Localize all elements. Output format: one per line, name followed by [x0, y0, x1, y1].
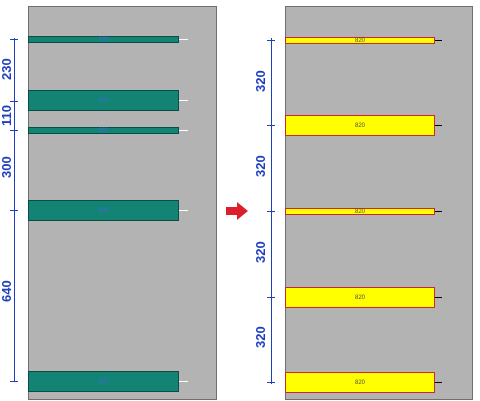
- left-bar-label: 820: [98, 127, 109, 134]
- bar-extension-line: [435, 125, 442, 126]
- bar-extension-line: [435, 382, 442, 383]
- left-dim-tick: [10, 381, 18, 382]
- left-dim-tick: [10, 130, 18, 131]
- right-bar-label: 820: [354, 37, 365, 44]
- right-section-bar: 820: [285, 37, 435, 44]
- right-section-bar: 820: [285, 372, 435, 393]
- left-spacing-label: 110: [0, 105, 14, 126]
- right-bar-label: 820: [354, 122, 365, 129]
- bar-extension-line: [435, 297, 442, 298]
- left-dimension-line: [14, 38, 15, 381]
- right-dim-tick: [267, 211, 275, 212]
- right-arrow-icon: [226, 202, 248, 220]
- bar-extension-line: [179, 39, 188, 40]
- right-bar-label: 820: [354, 208, 365, 215]
- left-spacing-label: 230: [0, 58, 14, 80]
- left-spacing-label: 300: [0, 156, 14, 178]
- right-dim-tick: [267, 297, 275, 298]
- right-dim-tick: [267, 125, 275, 126]
- bar-extension-line: [179, 210, 188, 211]
- left-dim-tick: [10, 210, 18, 211]
- right-spacing-label: 320: [253, 241, 268, 263]
- left-section-bar: 820: [28, 36, 179, 43]
- bar-extension-line: [179, 381, 188, 382]
- left-dim-tick: [10, 39, 18, 40]
- right-spacing-label: 320: [253, 70, 268, 92]
- left-section-bar: 820: [28, 371, 179, 392]
- right-bar-label: 820: [354, 379, 365, 386]
- bar-extension-line: [179, 130, 188, 131]
- left-section-bar: 820: [28, 127, 179, 134]
- right-dim-tick: [267, 40, 275, 41]
- right-spacing-label: 320: [253, 155, 268, 177]
- left-bar-label: 820: [98, 36, 109, 43]
- bar-extension-line: [435, 40, 442, 41]
- left-dim-tick: [10, 101, 18, 102]
- bar-extension-line: [435, 211, 442, 212]
- left-section-bar: 820: [28, 200, 179, 221]
- left-bar-label: 820: [98, 378, 109, 385]
- left-bar-label: 820: [98, 97, 109, 104]
- right-bar-label: 820: [354, 294, 365, 301]
- right-spacing-label: 320: [253, 326, 268, 348]
- right-panel: [285, 6, 473, 400]
- left-spacing-label: 640: [0, 280, 14, 302]
- right-section-bar: 820: [285, 115, 435, 136]
- left-section-bar: 820: [28, 90, 179, 111]
- right-section-bar: 820: [285, 208, 435, 215]
- right-section-bar: 820: [285, 287, 435, 308]
- left-bar-label: 820: [98, 207, 109, 214]
- bar-extension-line: [179, 100, 188, 101]
- right-dim-tick: [267, 382, 275, 383]
